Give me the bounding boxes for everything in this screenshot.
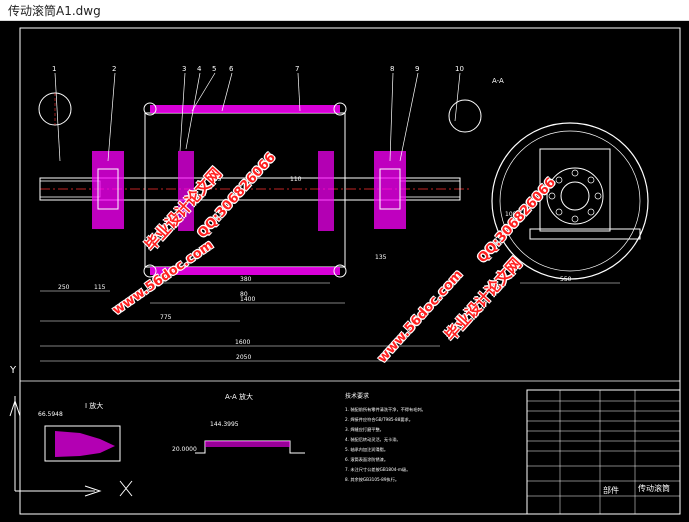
- ucs-icon: [9, 396, 133, 497]
- svg-text:550: 550: [560, 276, 572, 283]
- svg-text:1400: 1400: [240, 296, 255, 303]
- note-line: 8. 其余按GB3105-89执行。: [345, 476, 399, 483]
- svg-text:1600: 1600: [235, 339, 250, 346]
- svg-text:110: 110: [290, 176, 302, 183]
- ucs-y-label: Y: [9, 365, 17, 376]
- flange-circle: [546, 167, 604, 225]
- drum-edge-tl: [143, 102, 157, 116]
- detail-1-title: I 放大: [85, 401, 103, 410]
- title-block: [526, 389, 681, 515]
- part-number: 5: [212, 65, 216, 73]
- title-block-label: 部件: [603, 485, 619, 495]
- svg-text:165: 165: [210, 176, 222, 183]
- svg-text:2050: 2050: [236, 354, 251, 361]
- drum-edge-bl: [143, 264, 157, 278]
- dimension-labels: 250 115 775 1600 2050 380 80 1400 135 11…: [58, 176, 387, 361]
- technical-notes: 1. 装配前所有零件清洗干净，不得有毛刺。 2. 焊接件应符合GB/T985-8…: [345, 406, 426, 483]
- drum-end-view-outer: [491, 122, 649, 280]
- detail-2-dim-top: 144.3995: [210, 421, 239, 428]
- title-block-grid: [527, 390, 680, 514]
- bore-circle: [560, 181, 590, 211]
- detail-2-title: A-A 放大: [225, 392, 253, 401]
- svg-text:775: 775: [160, 314, 172, 321]
- svg-text:100: 100: [505, 211, 517, 218]
- drum-bottom-lagging: [150, 267, 340, 275]
- svg-text:135: 135: [375, 254, 387, 261]
- detail-1-outline: [44, 425, 121, 462]
- notes-title: 技术要求: [345, 392, 369, 400]
- part-number: 6: [229, 65, 234, 73]
- part-number: 10: [455, 65, 464, 73]
- svg-text:250: 250: [58, 284, 70, 291]
- part-number: 7: [295, 65, 299, 73]
- part-number: 1: [52, 65, 56, 73]
- bolt-holes: [548, 169, 602, 223]
- part-number: 8: [390, 65, 394, 73]
- note-line: 5. 轴承内加注润滑脂。: [345, 446, 388, 453]
- detail-1-hatch: [55, 431, 115, 457]
- note-line: 7. 未注尺寸公差按GB1804-m级。: [345, 466, 410, 473]
- window-titlebar: 传动滚筒A1.dwg: [0, 0, 689, 21]
- note-line: 2. 焊接件应符合GB/T985-88要求。: [345, 416, 413, 423]
- cad-drawing: 1 2 3 4 5 6 7 8 9 10 A-A 250 115 775 160…: [9, 27, 681, 515]
- bearing-seat-end-view: [539, 148, 611, 232]
- bearing-left: [97, 168, 119, 210]
- part-number-labels: 1 2 3 4 5 6 7 8 9 10: [52, 65, 464, 73]
- note-line: 1. 装配前所有零件清洗干净，不得有毛刺。: [345, 406, 426, 413]
- note-line: 6. 滚筒表面涂防锈漆。: [345, 456, 388, 463]
- dimension-lines: [40, 282, 470, 362]
- part-number: 9: [415, 65, 419, 73]
- svg-text:80: 80: [240, 291, 248, 298]
- drawing-border: [19, 27, 681, 515]
- drum-edge-br: [333, 264, 347, 278]
- drum-end-view-inner: [499, 130, 641, 272]
- detail-2-dim-left: 20.0000: [172, 446, 197, 453]
- bearing-housing-left: [92, 151, 124, 229]
- base-plate: [529, 228, 641, 240]
- bearing-right: [379, 168, 401, 210]
- leader-lines: [54, 72, 461, 162]
- svg-text:380: 380: [240, 276, 252, 283]
- drum-top-lagging: [150, 105, 340, 113]
- hub-plate-left: [178, 151, 194, 231]
- detail-1-dim: 66.5948: [38, 411, 63, 418]
- drum-edge-tr: [333, 102, 347, 116]
- part-number: 2: [112, 65, 116, 73]
- note-line: 3. 焊缝应打磨平整。: [345, 426, 384, 433]
- svg-text:115: 115: [94, 284, 106, 291]
- hub-plate-right: [318, 151, 334, 231]
- drawing-canvas[interactable]: 1 2 3 4 5 6 7 8 9 10 A-A 250 115 775 160…: [0, 21, 689, 522]
- window-title: 传动滚筒A1.dwg: [8, 4, 101, 18]
- bearing-housing-right: [374, 151, 406, 229]
- part-number: 3: [182, 65, 186, 73]
- key-detail-circle-right: [448, 99, 482, 133]
- section-label: A-A: [492, 77, 504, 85]
- note-line: 4. 装配后转动灵活，无卡滞。: [345, 436, 401, 443]
- title-block-name: 传动滚筒: [638, 483, 670, 493]
- part-number: 4: [197, 65, 202, 73]
- detail-2-hatch: [205, 441, 290, 447]
